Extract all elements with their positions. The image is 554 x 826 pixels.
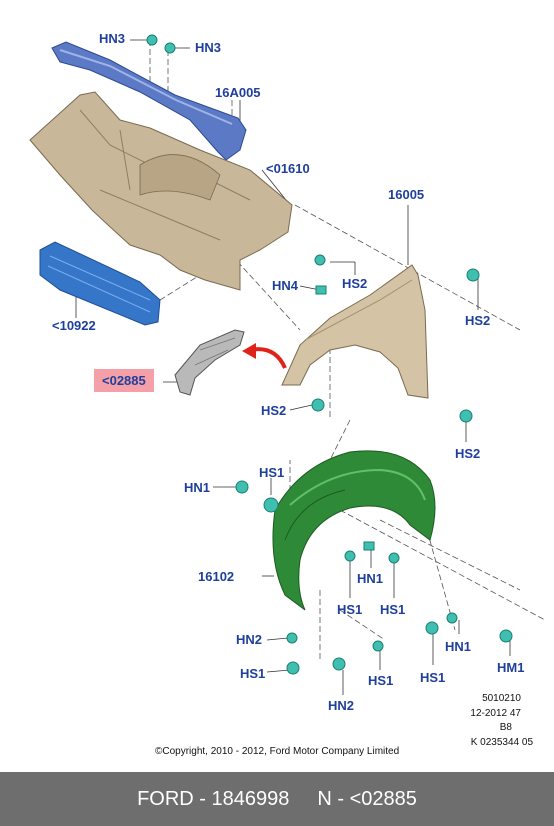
wheelhouse-liner-part <box>272 450 436 611</box>
label-hm1: HM1 <box>497 660 525 675</box>
footer-part-number: FORD - 1846998 <box>137 787 290 810</box>
copyright-notice: ©Copyright, 2010 - 2012, Ford Motor Comp… <box>155 746 400 757</box>
label-hs1-b: HS1 <box>337 602 363 617</box>
label-hn2-b: HN2 <box>328 698 355 713</box>
reinforcement-part <box>39 241 161 326</box>
label-hn3-b: HN3 <box>195 40 222 55</box>
label-hs1-e: HS1 <box>368 673 394 688</box>
label-hs2-b: HS2 <box>465 313 491 328</box>
label-hs1-c: HS1 <box>380 602 406 617</box>
label-hs1-f: HS1 <box>420 670 446 685</box>
label-hn4: HN4 <box>272 278 299 293</box>
label-02885-highlight: <02885 <box>94 369 154 392</box>
label-hs2-d: HS2 <box>455 446 481 461</box>
crossmember-part <box>51 41 247 161</box>
fender-part <box>281 264 429 399</box>
reference-line-3: B8 <box>499 722 512 733</box>
label-10922: <10922 <box>52 318 96 333</box>
bracket-part <box>174 329 245 396</box>
label-hn1-c: HN1 <box>445 639 472 654</box>
label-16a005: 16A005 <box>215 85 261 100</box>
label-hn1-b: HN1 <box>357 571 384 586</box>
label-hs1-d: HS1 <box>240 666 266 681</box>
footer-bar: FORD - 1846998 N - <02885 <box>0 772 554 826</box>
exploded-parts-diagram: HN3 HN3 16A005 <01610 16005 HN4 HS2 HS2 … <box>29 31 546 757</box>
fastener-clips <box>146 34 513 675</box>
label-hn1-a: HN1 <box>184 480 211 495</box>
reference-line-4: K 0235344 05 <box>470 737 533 748</box>
footer-ref-number: N - <02885 <box>317 787 417 810</box>
label-hn2-a: HN2 <box>236 632 263 647</box>
reference-line-1: 5010210 <box>482 693 521 704</box>
label-hs2-a: HS2 <box>342 276 368 291</box>
label-hn3-a: HN3 <box>99 31 126 46</box>
reference-line-2: 12-2012 47 <box>470 708 521 719</box>
diagram-artwork <box>29 34 546 695</box>
label-hs1-a: HS1 <box>259 465 285 480</box>
label-16005: 16005 <box>388 187 425 202</box>
label-16102: 16102 <box>198 569 235 584</box>
label-hs2-c: HS2 <box>261 403 287 418</box>
label-01610: <01610 <box>266 161 310 176</box>
